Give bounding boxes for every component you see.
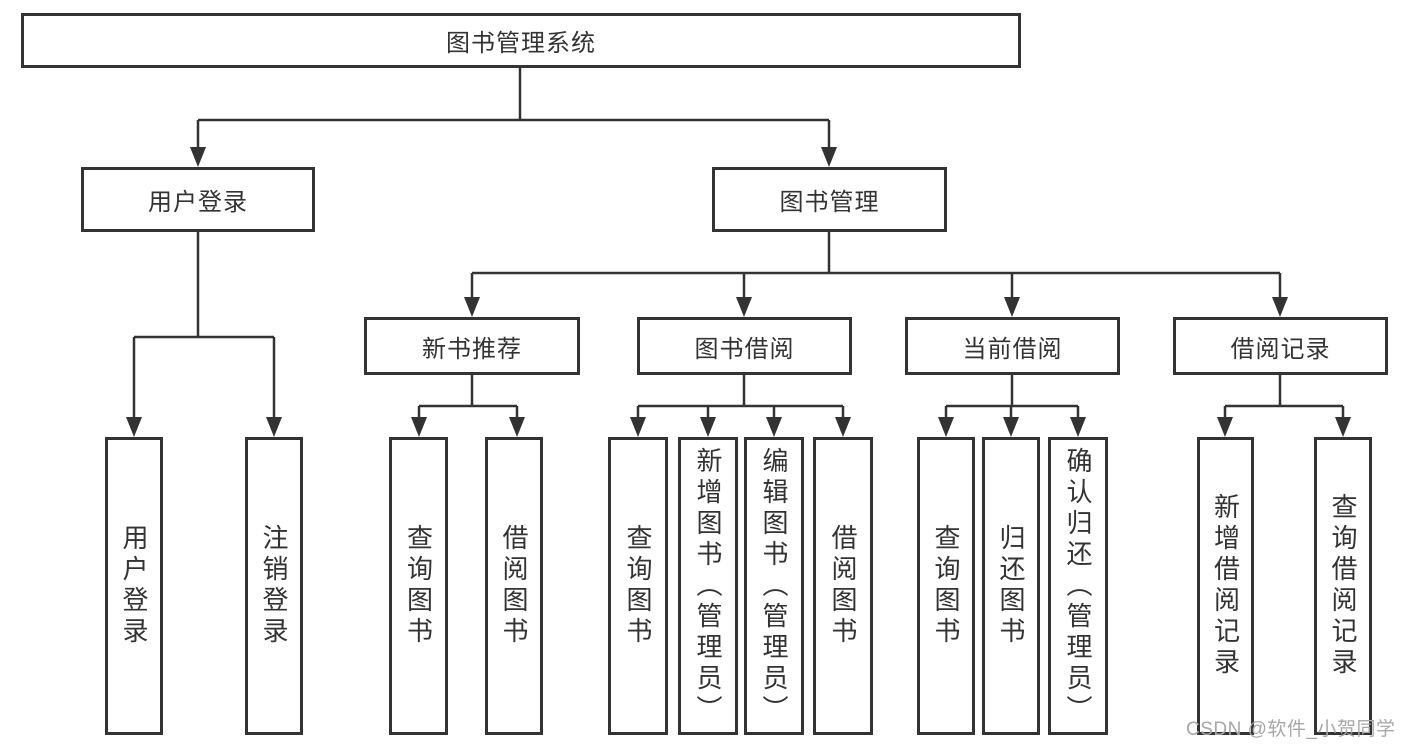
node-label: 当前借阅	[962, 335, 1063, 363]
leaf-cb-return-books: 归还图书	[982, 437, 1040, 735]
leaf-logout: 注销登录	[245, 437, 303, 735]
leaf-br-add-borrow-record: 新增借阅记录	[1197, 437, 1254, 735]
node-borrowing-records: 借阅记录	[1173, 317, 1388, 375]
node-label: 编辑图书（管理员）	[759, 446, 789, 726]
leaf-cb-confirm-return-admin: 确认归还（管理员）	[1048, 437, 1108, 735]
leaf-bb-edit-book-admin: 编辑图书（管理员）	[744, 437, 804, 735]
leaf-br-query-borrow-record: 查询借阅记录	[1314, 437, 1372, 735]
leaf-bb-borrow-books: 借阅图书	[813, 437, 873, 735]
node-label: 查询图书	[623, 524, 653, 648]
leaf-bb-add-book-admin: 新增图书（管理员）	[678, 437, 738, 735]
node-label: 图书管理系统	[446, 30, 596, 57]
node-label: 新增图书（管理员）	[693, 446, 723, 726]
leaf-user-login: 用户登录	[105, 437, 163, 735]
node-book-borrowing: 图书借阅	[637, 317, 852, 375]
node-label: 图书借阅	[694, 335, 795, 363]
node-label: 查询图书	[931, 524, 961, 648]
node-book-management: 图书管理	[712, 167, 947, 232]
arrowheads	[126, 147, 1351, 437]
leaf-bb-query-books: 查询图书	[608, 437, 668, 735]
node-label: 确认归还（管理员）	[1063, 446, 1093, 726]
node-library-management-system: 图书管理系统	[21, 13, 1021, 68]
leaf-nbr-query-books: 查询图书	[389, 437, 448, 735]
node-new-book-recommendation: 新书推荐	[364, 317, 580, 375]
node-label: 借阅图书	[828, 524, 858, 648]
node-label: 查询图书	[403, 524, 434, 648]
connector-lines	[132, 68, 1345, 423]
node-label: 借阅图书	[499, 524, 529, 648]
node-current-borrowing: 当前借阅	[905, 317, 1120, 375]
node-label: 用户登录	[119, 524, 149, 648]
node-label: 查询借阅记录	[1328, 493, 1358, 679]
node-label: 图书管理	[779, 189, 880, 216]
node-label: 用户登录	[148, 189, 248, 216]
node-label: 归还图书	[996, 524, 1026, 648]
leaf-cb-query-books: 查询图书	[917, 437, 975, 735]
leaf-nbr-borrow-books: 借阅图书	[485, 437, 543, 735]
node-label: 注销登录	[259, 524, 289, 648]
node-label: 借阅记录	[1230, 335, 1331, 363]
watermark-csdn: CSDN @软件_小贺同学	[1186, 719, 1396, 740]
node-label: 新增借阅记录	[1210, 493, 1241, 679]
node-label: 新书推荐	[422, 335, 522, 363]
node-user-login: 用户登录	[81, 167, 315, 232]
